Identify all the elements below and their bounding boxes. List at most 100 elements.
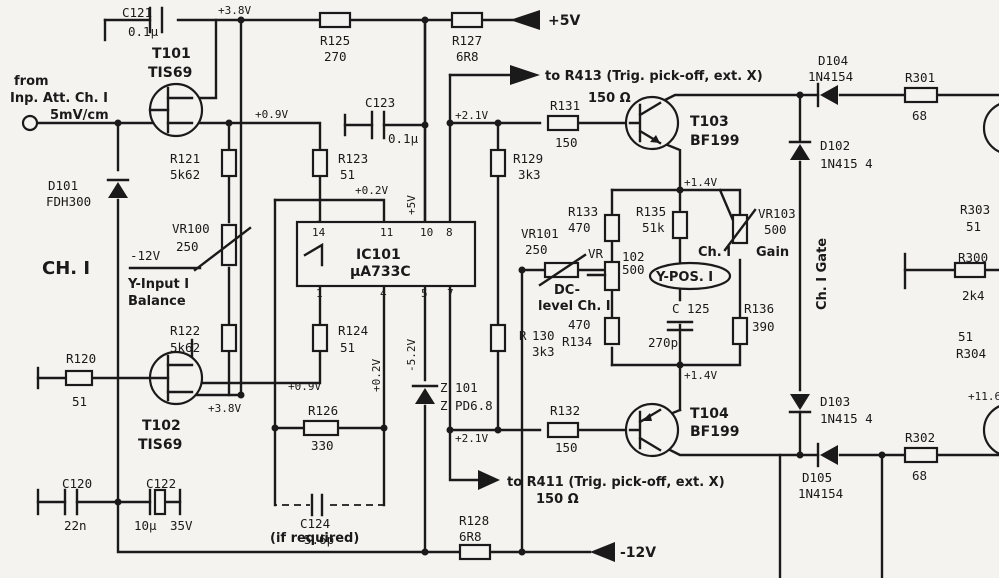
voltage-minus5v2: -5.2V: [405, 339, 418, 372]
value-vr102: 500: [622, 262, 645, 277]
label-r303: R303: [960, 202, 990, 217]
label-dc: DC-: [554, 283, 580, 298]
label-ch1-small: Ch. I: [698, 245, 731, 260]
value-c120: 22n: [64, 518, 87, 533]
resistor-r133: [603, 213, 621, 243]
label-vr101: VR101: [521, 226, 559, 241]
label-dc-level: level Ch. I: [538, 299, 611, 314]
input-label-source: Inp. Att. Ch. I: [10, 91, 108, 106]
voltage-plus0v9-bottom: +0.9V: [288, 380, 321, 393]
label-r135: R135: [636, 204, 666, 219]
label-r125: R125: [320, 33, 350, 48]
wires: [36, 18, 999, 578]
label-t102: T102: [142, 418, 181, 434]
value-c122-capacitance: 10µ: [134, 518, 157, 533]
label-c120: C120: [62, 476, 92, 491]
value-c125: 270p: [648, 335, 678, 350]
label-r130-prefix: R: [519, 328, 527, 343]
label-r304: R304: [956, 346, 986, 361]
label-c123: C123: [365, 95, 395, 110]
value-r136: 390: [752, 319, 775, 334]
input-terminal: [21, 114, 39, 132]
label-c124: C124: [300, 516, 330, 531]
value-r131: 150: [555, 135, 578, 150]
voltage-plus0v2-vertical: +0.2V: [370, 359, 383, 392]
zener-z101: [411, 384, 439, 404]
pin-10: 10: [420, 226, 433, 239]
pin-5: 5: [421, 287, 428, 300]
diode-d103: [788, 394, 812, 414]
resistor-r123: [311, 148, 329, 178]
label-r301: R301: [905, 70, 935, 85]
diode-d101: [106, 178, 130, 198]
resistor-r136: [731, 316, 749, 346]
voltage-plus2v1-top: +2.1V: [455, 109, 488, 122]
type-t103: BF199: [690, 133, 739, 149]
type-t101: TIS69: [148, 65, 192, 81]
label-ypos: Y-POS. I: [655, 270, 713, 285]
value-r126: 330: [311, 438, 334, 453]
voltage-plus11v6: +11.6V: [968, 390, 999, 403]
ypos-oval: [648, 261, 732, 291]
ic101-block: [295, 220, 477, 288]
transistor-t104: [624, 402, 680, 458]
value-r304: 51: [958, 329, 973, 344]
label-r134: R134: [562, 334, 592, 349]
label-z101: Z 101: [440, 380, 478, 395]
value-r121: 5k62: [170, 167, 200, 182]
label-r127: R127: [452, 33, 482, 48]
pin-7: 7: [447, 287, 454, 300]
transistor-t101: [148, 82, 204, 138]
value-r122: 5k62: [170, 340, 200, 355]
resistor-r125: [318, 11, 352, 29]
resistor-r129: [489, 148, 507, 178]
label-d102: D102: [820, 138, 850, 153]
resistor-r120: [64, 369, 94, 387]
type-d103: 1N415 4: [820, 411, 873, 426]
value-r302: 68: [912, 468, 927, 483]
resistor-r121: [220, 148, 238, 178]
potentiometer-vr101: [538, 253, 587, 287]
capacitor-c123: [343, 110, 427, 140]
label-r120: R120: [66, 351, 96, 366]
value-vr103: 500: [764, 222, 787, 237]
label-to-r413: to R413 (Trig. pick-off, ext. X): [545, 69, 763, 84]
value-r129: 3k3: [518, 167, 541, 182]
resistor-r126: [302, 419, 340, 437]
type-d102: 1N415 4: [820, 156, 873, 171]
value-r127: 6R8: [456, 49, 479, 64]
label-r133: R133: [568, 204, 598, 219]
value-r128: 6R8: [459, 529, 482, 544]
voltage-plus0v2: +0.2V: [355, 184, 388, 197]
value-r123: 51: [340, 167, 355, 182]
resistor-r127: [450, 11, 484, 29]
potentiometer-vr103: [723, 208, 757, 252]
label-t104: T104: [690, 406, 729, 422]
value-r301: 68: [912, 108, 927, 123]
label-r123: R123: [338, 151, 368, 166]
resistor-r134: [603, 316, 621, 346]
label-ch1-gate: Ch. I Gate: [815, 238, 830, 310]
components: [21, 6, 999, 562]
label-d104: D104: [818, 53, 848, 68]
labels: C121 0.1µ +3.8V R125 270 R127 6R8 +5V T1…: [10, 4, 999, 561]
resistor-r131: [546, 114, 580, 132]
resistor-r122: [220, 323, 238, 353]
junction-dots: [114, 16, 886, 556]
label-gain: Gain: [756, 245, 789, 260]
label-c122: C122: [146, 476, 176, 491]
arrow-to-r413: [510, 65, 540, 85]
label-d101: D101: [48, 178, 78, 193]
value-r303: 51: [966, 219, 981, 234]
value-r132: 150: [555, 440, 578, 455]
capacitor-c124: [310, 493, 324, 517]
voltage-plus3v8-top: +3.8V: [218, 4, 251, 17]
voltage-plus2v1-bottom: +2.1V: [455, 432, 488, 445]
voltage-plus3v8-bottom: +3.8V: [208, 402, 241, 415]
capacitor-c121: [148, 6, 164, 34]
potentiometer-vr102: [586, 260, 621, 292]
pin-1: 1: [316, 287, 323, 300]
resistor-r130: [489, 323, 507, 353]
value-c124: 5.6p: [304, 532, 334, 547]
